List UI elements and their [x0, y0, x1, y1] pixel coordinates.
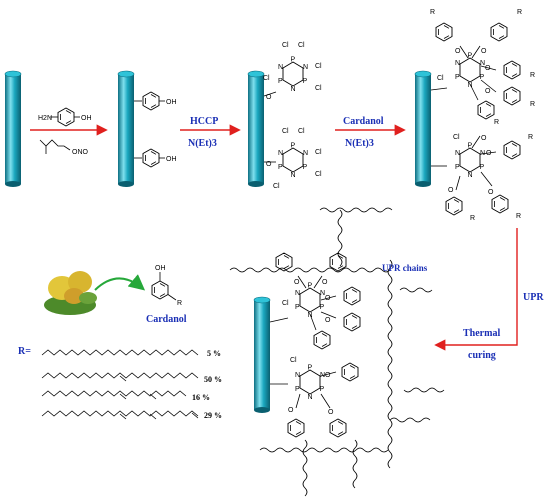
svg-text:Cl: Cl: [282, 128, 289, 135]
cardanol-structure: OH R: [151, 265, 182, 307]
curing-label: curing: [468, 350, 496, 361]
alkyl-chain-diene: [41, 390, 187, 400]
upr-chains-label: UPR chains: [382, 263, 428, 273]
cardanol-r: R: [177, 300, 182, 307]
svg-text:O: O: [328, 409, 334, 416]
cardanol-label: Cardanol: [146, 314, 187, 325]
fiber-rod-icon: [247, 70, 265, 188]
composition-percent-4: 29 %: [204, 411, 222, 420]
hccp-label: HCCP: [190, 116, 218, 127]
alkyl-chain-saturated: [41, 349, 199, 356]
svg-text:R: R: [530, 72, 535, 79]
fiber-rod-icon: [414, 70, 432, 188]
svg-text:Cl: Cl: [315, 149, 322, 156]
step3-base-label: N(Et)3: [345, 138, 374, 149]
fiber-rod-icon: [253, 296, 271, 414]
fiber-rod-icon: [117, 70, 135, 188]
r-definition-label: R=: [18, 346, 31, 357]
svg-text:O: O: [485, 88, 491, 95]
step1-nitrite-label: ONO: [72, 149, 89, 156]
svg-text:O: O: [448, 187, 454, 194]
svg-text:O: O: [488, 189, 494, 196]
svg-text:O: O: [455, 48, 461, 55]
svg-text:R: R: [494, 119, 499, 126]
cardanol-step-label: Cardanol: [343, 116, 384, 127]
svg-text:Cl: Cl: [282, 300, 289, 307]
phosphazene-ring-bottom: O Cl Cl Cl Cl Cl: [264, 128, 322, 190]
svg-text:Cl: Cl: [315, 85, 322, 92]
cured-phosphazene-bottom: Cl O O O: [270, 357, 359, 438]
composition-percent-3: 16 %: [192, 393, 210, 402]
svg-text:Cl: Cl: [453, 134, 460, 141]
svg-text:O: O: [288, 407, 294, 414]
svg-text:O: O: [322, 279, 328, 286]
svg-text:Cl: Cl: [437, 75, 444, 82]
green-curved-arrow: [94, 274, 146, 291]
phosphazene-ring-top: O Cl Cl Cl Cl Cl: [263, 42, 322, 101]
svg-text:R: R: [516, 213, 521, 220]
svg-text:O: O: [325, 295, 331, 302]
step1-oh-label: OH: [81, 115, 92, 122]
cashew-fruit-icon: [44, 271, 97, 315]
svg-text:R: R: [470, 215, 475, 222]
composition-percent-2: 50 %: [204, 375, 222, 384]
fiber-rod-icon: [4, 70, 22, 188]
phenol-ring-icon: OH: [134, 91, 177, 111]
r-group: R: [430, 9, 435, 16]
svg-text:O: O: [485, 65, 491, 72]
phenol-oh-top: OH: [166, 99, 177, 106]
svg-text:Cl: Cl: [315, 171, 322, 178]
svg-text:Cl: Cl: [282, 42, 289, 49]
step2-base-label: N(Et)3: [188, 138, 217, 149]
r-group: R: [517, 9, 522, 16]
svg-text:Cl: Cl: [263, 75, 270, 82]
alkyl-chain-triene: [41, 410, 199, 420]
svg-text:O: O: [481, 135, 487, 142]
svg-text:O: O: [294, 279, 300, 286]
step1-amine-label: H2N: [38, 115, 52, 122]
svg-text:O: O: [266, 94, 272, 101]
composition-percent-1: 5 %: [207, 349, 221, 358]
svg-text:R: R: [528, 134, 533, 141]
svg-text:O: O: [486, 150, 492, 157]
svg-text:Cl: Cl: [298, 128, 305, 135]
phenol-oh-bottom: OH: [166, 156, 177, 163]
upr-network: [229, 207, 445, 497]
isoamyl-nitrite-structure: [39, 139, 71, 154]
svg-text:O: O: [266, 161, 272, 168]
step4-arrow: [434, 228, 518, 351]
aminophenol-structure: [50, 107, 80, 127]
cardanol-oh: OH: [155, 265, 166, 272]
alkyl-chain-monoene: [41, 372, 199, 382]
svg-text:O: O: [325, 317, 331, 324]
svg-text:O: O: [481, 48, 487, 55]
svg-text:Cl: Cl: [298, 42, 305, 49]
thermal-label: Thermal: [463, 328, 500, 339]
svg-text:Cl: Cl: [273, 183, 280, 190]
svg-text:Cl: Cl: [290, 357, 297, 364]
phenol-ring-icon: OH: [134, 148, 177, 168]
upr-label: UPR: [523, 292, 544, 303]
substituted-phosphazene-top: Cl O O R R O O R R R: [430, 9, 535, 126]
svg-text:Cl: Cl: [315, 63, 322, 70]
svg-text:O: O: [325, 372, 331, 379]
cured-phosphazene-top: Cl O O O O: [269, 252, 361, 350]
substituted-phosphazene-bottom: Cl O O R O O R R: [431, 134, 533, 222]
svg-text:R: R: [530, 101, 535, 108]
